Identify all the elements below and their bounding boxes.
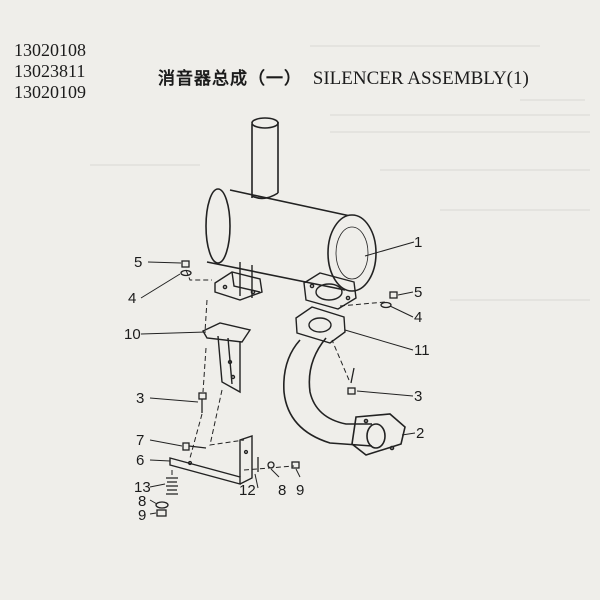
callout-3: 3 bbox=[414, 388, 422, 405]
callout-3: 3 bbox=[136, 390, 144, 407]
part-number: 13020108 bbox=[14, 40, 86, 60]
lower-bracket bbox=[169, 435, 253, 485]
muffler-body bbox=[205, 117, 377, 292]
callout-5: 5 bbox=[414, 284, 422, 301]
callout-2: 2 bbox=[416, 425, 424, 442]
callout-12: 12 bbox=[239, 482, 256, 499]
callout-10: 10 bbox=[124, 326, 141, 343]
title-chinese: 消音器总成（一） bbox=[158, 69, 302, 89]
callout-1: 1 bbox=[414, 234, 422, 251]
part-number-list: 13020108 13023811 13020109 bbox=[14, 40, 86, 103]
gasket bbox=[295, 306, 346, 344]
callout-9: 9 bbox=[296, 482, 304, 499]
assembly-lines bbox=[171, 269, 386, 476]
callout-9: 9 bbox=[138, 507, 146, 524]
muffler-outlet-flange bbox=[303, 272, 357, 310]
callout-7: 7 bbox=[136, 432, 144, 449]
callout-labels: 1 5 4 5 4 10 11 3 3 2 7 6 13 8 9 12 8 9 bbox=[124, 234, 430, 524]
callout-4: 4 bbox=[414, 309, 422, 326]
callout-6: 6 bbox=[136, 452, 144, 469]
bleed-through-texture bbox=[90, 45, 590, 301]
callout-8: 8 bbox=[278, 482, 286, 499]
callout-11: 11 bbox=[414, 342, 430, 359]
muffler-bracket bbox=[214, 262, 263, 301]
callout-13: 13 bbox=[134, 479, 151, 496]
exhaust-elbow-pipe bbox=[283, 337, 406, 456]
page-title: 消音器总成（一） SILENCER ASSEMBLY(1) bbox=[158, 64, 529, 90]
callout-4: 4 bbox=[128, 290, 136, 307]
support-bracket bbox=[202, 322, 252, 394]
callout-8: 8 bbox=[138, 493, 146, 510]
callout-5: 5 bbox=[134, 254, 142, 271]
leader-lines bbox=[140, 241, 416, 515]
part-number: 13023811 bbox=[14, 61, 86, 81]
hardware bbox=[155, 260, 398, 517]
part-number: 13020109 bbox=[14, 82, 86, 102]
title-english: SILENCER ASSEMBLY(1) bbox=[312, 68, 529, 89]
